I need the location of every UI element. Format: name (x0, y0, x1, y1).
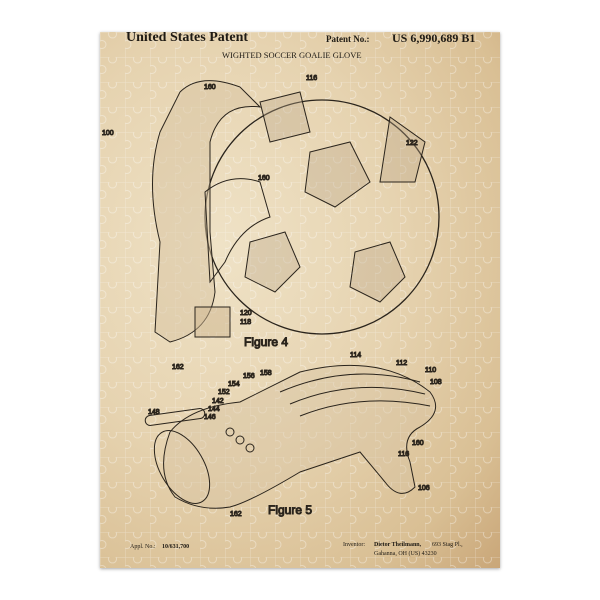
wrist-cuff (153, 430, 211, 504)
ref-162: 162 (230, 511, 242, 518)
patent-puzzle: United States Patent Patent No.: US 6,99… (100, 32, 500, 568)
patent-number: US 6,990,689 B1 (392, 32, 476, 45)
ref-148: 148 (148, 409, 160, 416)
glove-thumb-fig4 (204, 178, 271, 284)
ball-panel (349, 241, 406, 303)
ref-160b: 160 (258, 175, 270, 182)
figure-4-caption: Figure 4 (244, 335, 288, 349)
appl-no-label: Appl. No.: (130, 544, 156, 550)
weight (235, 435, 245, 445)
ref-100: 100 (102, 130, 114, 137)
wrist-strap-fig4 (194, 306, 231, 338)
ref-156: 156 (243, 373, 255, 380)
patent-no-label: Patent No.: (326, 34, 370, 44)
ref-158: 158 (260, 370, 272, 377)
strap-148 (144, 408, 206, 426)
ball-panel (304, 141, 371, 208)
glove-fig5 (163, 364, 437, 509)
ref-118: 118 (240, 319, 251, 326)
inventor-address-2: Gahanna, OH (US) 43230 (374, 551, 437, 557)
header-title: United States Patent (126, 32, 249, 45)
ref-112: 112 (396, 360, 407, 367)
ref-120: 120 (240, 310, 252, 317)
ref-116: 116 (398, 451, 409, 458)
ref-114: 114 (350, 352, 361, 359)
inventor-address-1: 693 Stag Pl., (432, 542, 463, 548)
ref-154: 154 (228, 381, 240, 388)
ref-142: 142 (212, 398, 224, 405)
figure-4: 100 160 116 122 160 120 118 162 Figure 4 (102, 75, 440, 372)
ref-108: 108 (430, 379, 442, 386)
figure-5: 114 112 110 108 156 158 154 152 142 144 … (144, 352, 442, 519)
patent-drawing: 100 160 116 122 160 120 118 162 Figure 4… (102, 75, 443, 519)
appl-no: 10/631,700 (162, 544, 190, 550)
finger-lines (279, 373, 431, 417)
ref-110: 110 (425, 367, 436, 374)
ref-122: 122 (406, 140, 418, 147)
figure-5-caption: Figure 5 (268, 503, 312, 517)
ref-152: 152 (218, 389, 230, 396)
ref-160: 160 (412, 440, 424, 447)
ref-144: 144 (208, 406, 220, 413)
inventor-label: Inventor: (343, 542, 365, 548)
ball-panel (259, 91, 311, 143)
ref-162: 162 (172, 364, 184, 371)
ref-116: 116 (306, 75, 317, 82)
ref-160a: 160 (204, 84, 216, 91)
weight (245, 443, 255, 453)
invention-title: WIGHTED SOCCER GOALIE GLOVE (222, 50, 362, 60)
ball-panel (244, 231, 301, 293)
ball-panel (379, 116, 426, 183)
ref-106: 106 (418, 485, 430, 492)
ref-146: 146 (204, 414, 216, 421)
weight (225, 427, 235, 437)
inventor-name: Dietor Theilmann, (374, 542, 422, 548)
